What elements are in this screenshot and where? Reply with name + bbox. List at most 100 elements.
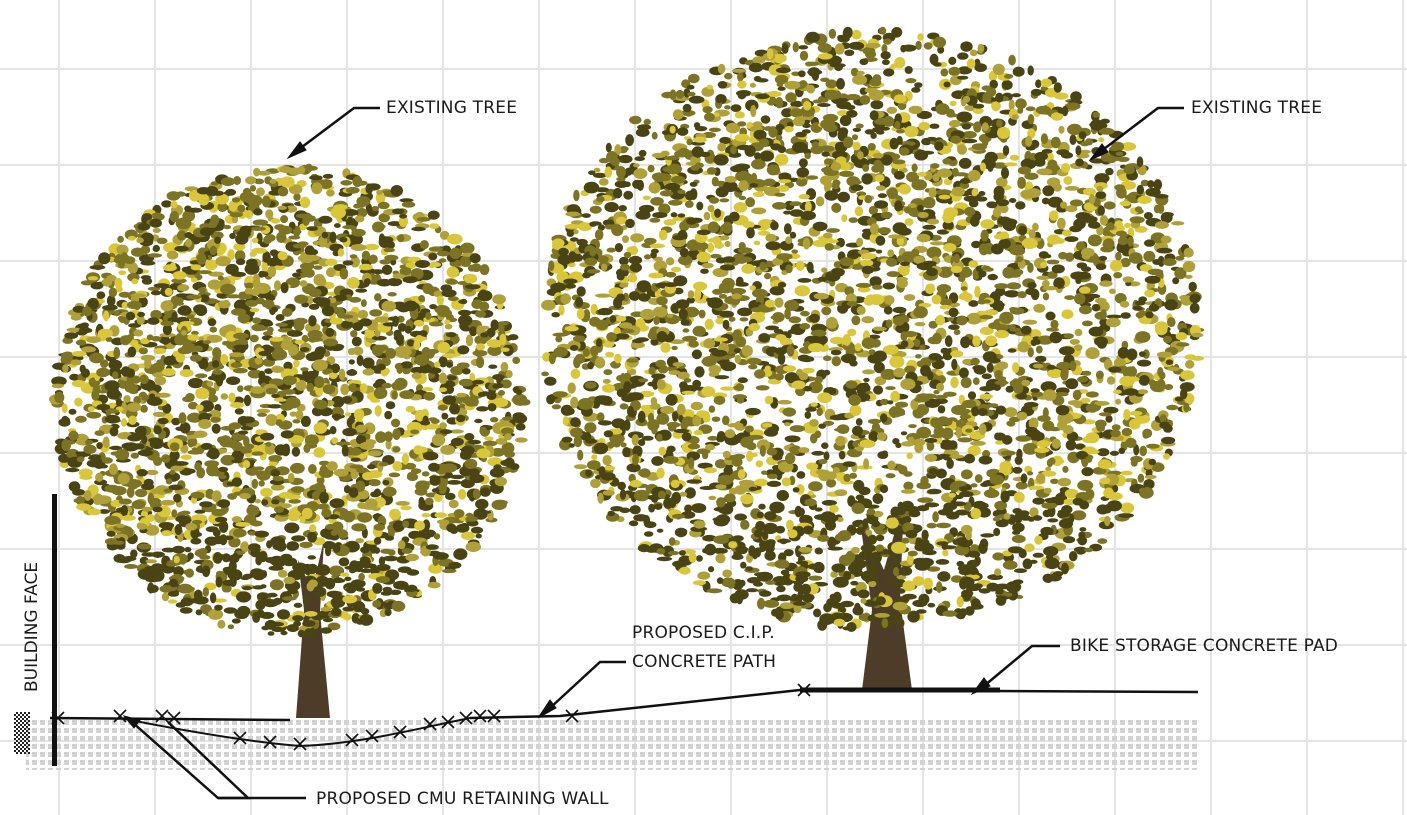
leaf-cluster <box>448 499 459 509</box>
leaf-cluster <box>280 282 289 294</box>
leaf-cluster <box>377 201 390 210</box>
leaf-cluster <box>109 445 123 451</box>
leaf-cluster <box>798 194 810 200</box>
leaf-cluster <box>215 576 223 588</box>
leaf-cluster <box>232 450 245 459</box>
leaf-cluster <box>137 223 151 231</box>
leaf-cluster <box>231 308 247 316</box>
leaf-cluster <box>383 247 395 253</box>
leaf-cluster <box>389 589 402 595</box>
leaf-cluster <box>365 183 374 194</box>
leaf-cluster <box>421 513 431 518</box>
leaf-cluster <box>300 262 315 271</box>
leaf-cluster <box>1143 479 1155 490</box>
leaf-cluster <box>438 356 448 368</box>
leaf-cluster <box>808 481 823 492</box>
leaf-cluster <box>286 330 303 337</box>
leaf-cluster <box>331 396 345 408</box>
leaf-cluster <box>332 413 342 420</box>
leaf-cluster <box>591 454 598 460</box>
leaf-cluster <box>184 232 193 239</box>
leaf-cluster <box>269 178 277 184</box>
leaf-cluster <box>304 163 313 173</box>
leaf-cluster <box>270 306 278 313</box>
leaf-cluster <box>266 540 273 549</box>
leaf-cluster <box>305 370 318 381</box>
leaf-cluster <box>345 586 357 594</box>
leaf-cluster <box>249 185 257 192</box>
leaf-cluster <box>179 422 191 434</box>
leaf-cluster <box>745 566 753 571</box>
leaf-cluster <box>137 311 146 318</box>
leaf-cluster <box>474 476 484 483</box>
leaf-cluster <box>1189 302 1200 314</box>
leaf-cluster <box>832 576 849 588</box>
leaf-cluster <box>457 345 470 355</box>
leaf-cluster <box>384 608 392 617</box>
leaf-cluster <box>277 251 288 261</box>
leaf-cluster <box>130 247 145 257</box>
leaf-cluster <box>393 329 402 339</box>
leaf-cluster <box>1028 229 1036 239</box>
leaf-cluster <box>423 391 436 401</box>
leaf-cluster <box>422 451 439 461</box>
leaf-cluster <box>125 368 136 378</box>
leaf-cluster <box>131 499 146 510</box>
leaf-cluster <box>139 374 149 385</box>
leaf-cluster <box>1079 527 1087 532</box>
leaf-cluster <box>668 370 681 376</box>
leaf-cluster <box>108 287 117 298</box>
leaf-cluster <box>358 263 373 271</box>
leaf-cluster <box>314 376 325 389</box>
leaf-cluster <box>500 459 515 467</box>
leaf-cluster <box>258 551 268 563</box>
leaf-cluster <box>196 253 207 265</box>
leaf-cluster <box>167 599 178 604</box>
leaf-cluster <box>438 387 448 393</box>
leaf-cluster <box>292 419 301 424</box>
leaf-cluster <box>469 326 478 337</box>
leaf-cluster <box>388 316 400 321</box>
leaf-cluster <box>918 593 930 605</box>
leaf-cluster <box>1135 331 1151 343</box>
leaf-cluster <box>209 245 218 256</box>
leaf-cluster <box>283 576 296 585</box>
leaf-cluster <box>802 593 814 603</box>
leaf-cluster <box>320 606 332 612</box>
leaf-cluster <box>95 472 104 482</box>
leaf-cluster <box>706 167 717 175</box>
leaf-cluster <box>295 213 311 219</box>
leaf-cluster <box>267 257 279 267</box>
leaf-cluster <box>1002 560 1018 570</box>
leaf-cluster <box>186 434 199 439</box>
leaf-cluster <box>875 249 883 254</box>
leaf-cluster <box>658 229 668 241</box>
leaf-cluster <box>102 304 118 311</box>
leaf-cluster <box>446 279 458 285</box>
leaf-cluster <box>644 531 654 537</box>
leaf-cluster <box>594 229 604 241</box>
leaf-cluster <box>1034 535 1043 545</box>
leaf-cluster <box>172 271 187 280</box>
leaf-cluster <box>1063 498 1076 506</box>
leaf-cluster <box>279 166 292 173</box>
leaf-cluster <box>171 278 187 284</box>
leaf-cluster <box>130 549 138 558</box>
leaf-cluster <box>199 501 213 508</box>
leaf-cluster <box>355 434 367 445</box>
leaf-cluster <box>834 43 845 55</box>
leaf-cluster <box>169 262 176 271</box>
leaf-cluster <box>596 412 605 422</box>
leaf-cluster <box>604 465 616 471</box>
leaf-cluster <box>1143 250 1156 262</box>
leaf-cluster <box>395 501 410 506</box>
leaf-cluster <box>153 283 170 288</box>
leaf-cluster <box>117 260 125 269</box>
leaf-cluster <box>170 201 178 209</box>
leaf-cluster <box>393 580 409 590</box>
leaf-cluster <box>793 601 806 606</box>
leaf-cluster <box>925 284 935 295</box>
leaf-cluster <box>492 374 505 381</box>
leaf-cluster <box>1100 309 1107 320</box>
leaf-cluster <box>800 310 810 317</box>
